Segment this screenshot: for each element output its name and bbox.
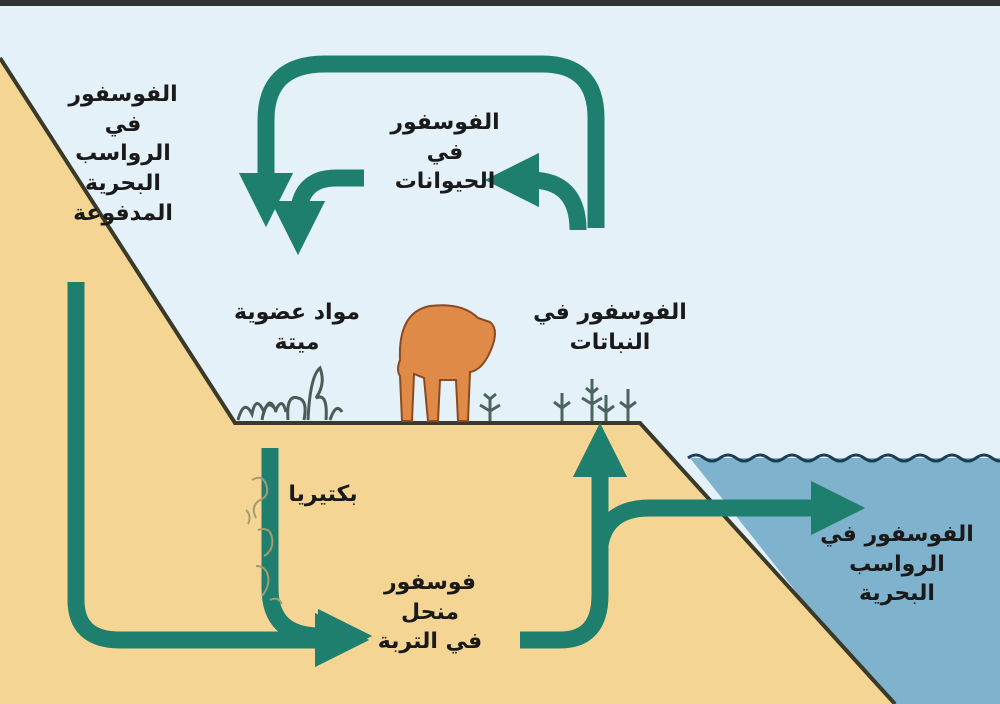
label-bacteria: بكتيريا bbox=[278, 480, 368, 510]
label-dead-organic: مواد عضوية ميتة bbox=[212, 298, 382, 357]
label-soil-dissolved: فوسفور منحل في التربة bbox=[360, 568, 500, 657]
label-plants: الفوسفور في النباتات bbox=[500, 298, 720, 357]
frame-top bbox=[0, 0, 1000, 6]
label-animals: الفوسفور في الحيوانات bbox=[380, 108, 510, 197]
label-marine-sediment: الفوسفور في الرواسب البحرية bbox=[812, 520, 982, 609]
label-uplifted-sediment: الفوسفور في الرواسب البحرية المدفوعة bbox=[58, 80, 188, 228]
